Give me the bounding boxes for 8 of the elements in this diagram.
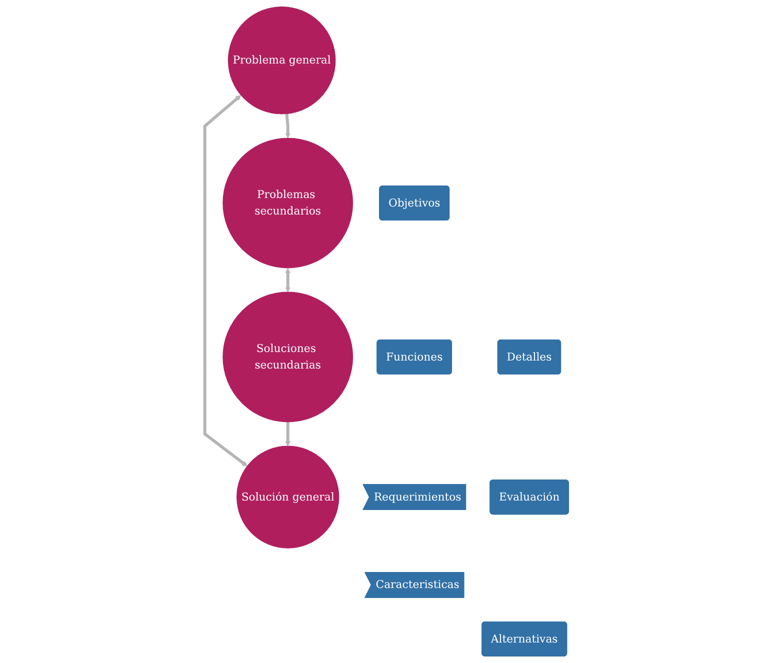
node-circle: Problema general bbox=[228, 6, 336, 114]
node-circle: Problemas secundarios bbox=[222, 138, 354, 268]
arrow bbox=[285, 422, 291, 446]
node-circle: Solución general bbox=[236, 446, 340, 548]
node-circle: Soluciones secundarias bbox=[222, 292, 354, 422]
arrow bbox=[204, 95, 248, 466]
arrow bbox=[285, 268, 291, 292]
arrow bbox=[285, 114, 291, 138]
